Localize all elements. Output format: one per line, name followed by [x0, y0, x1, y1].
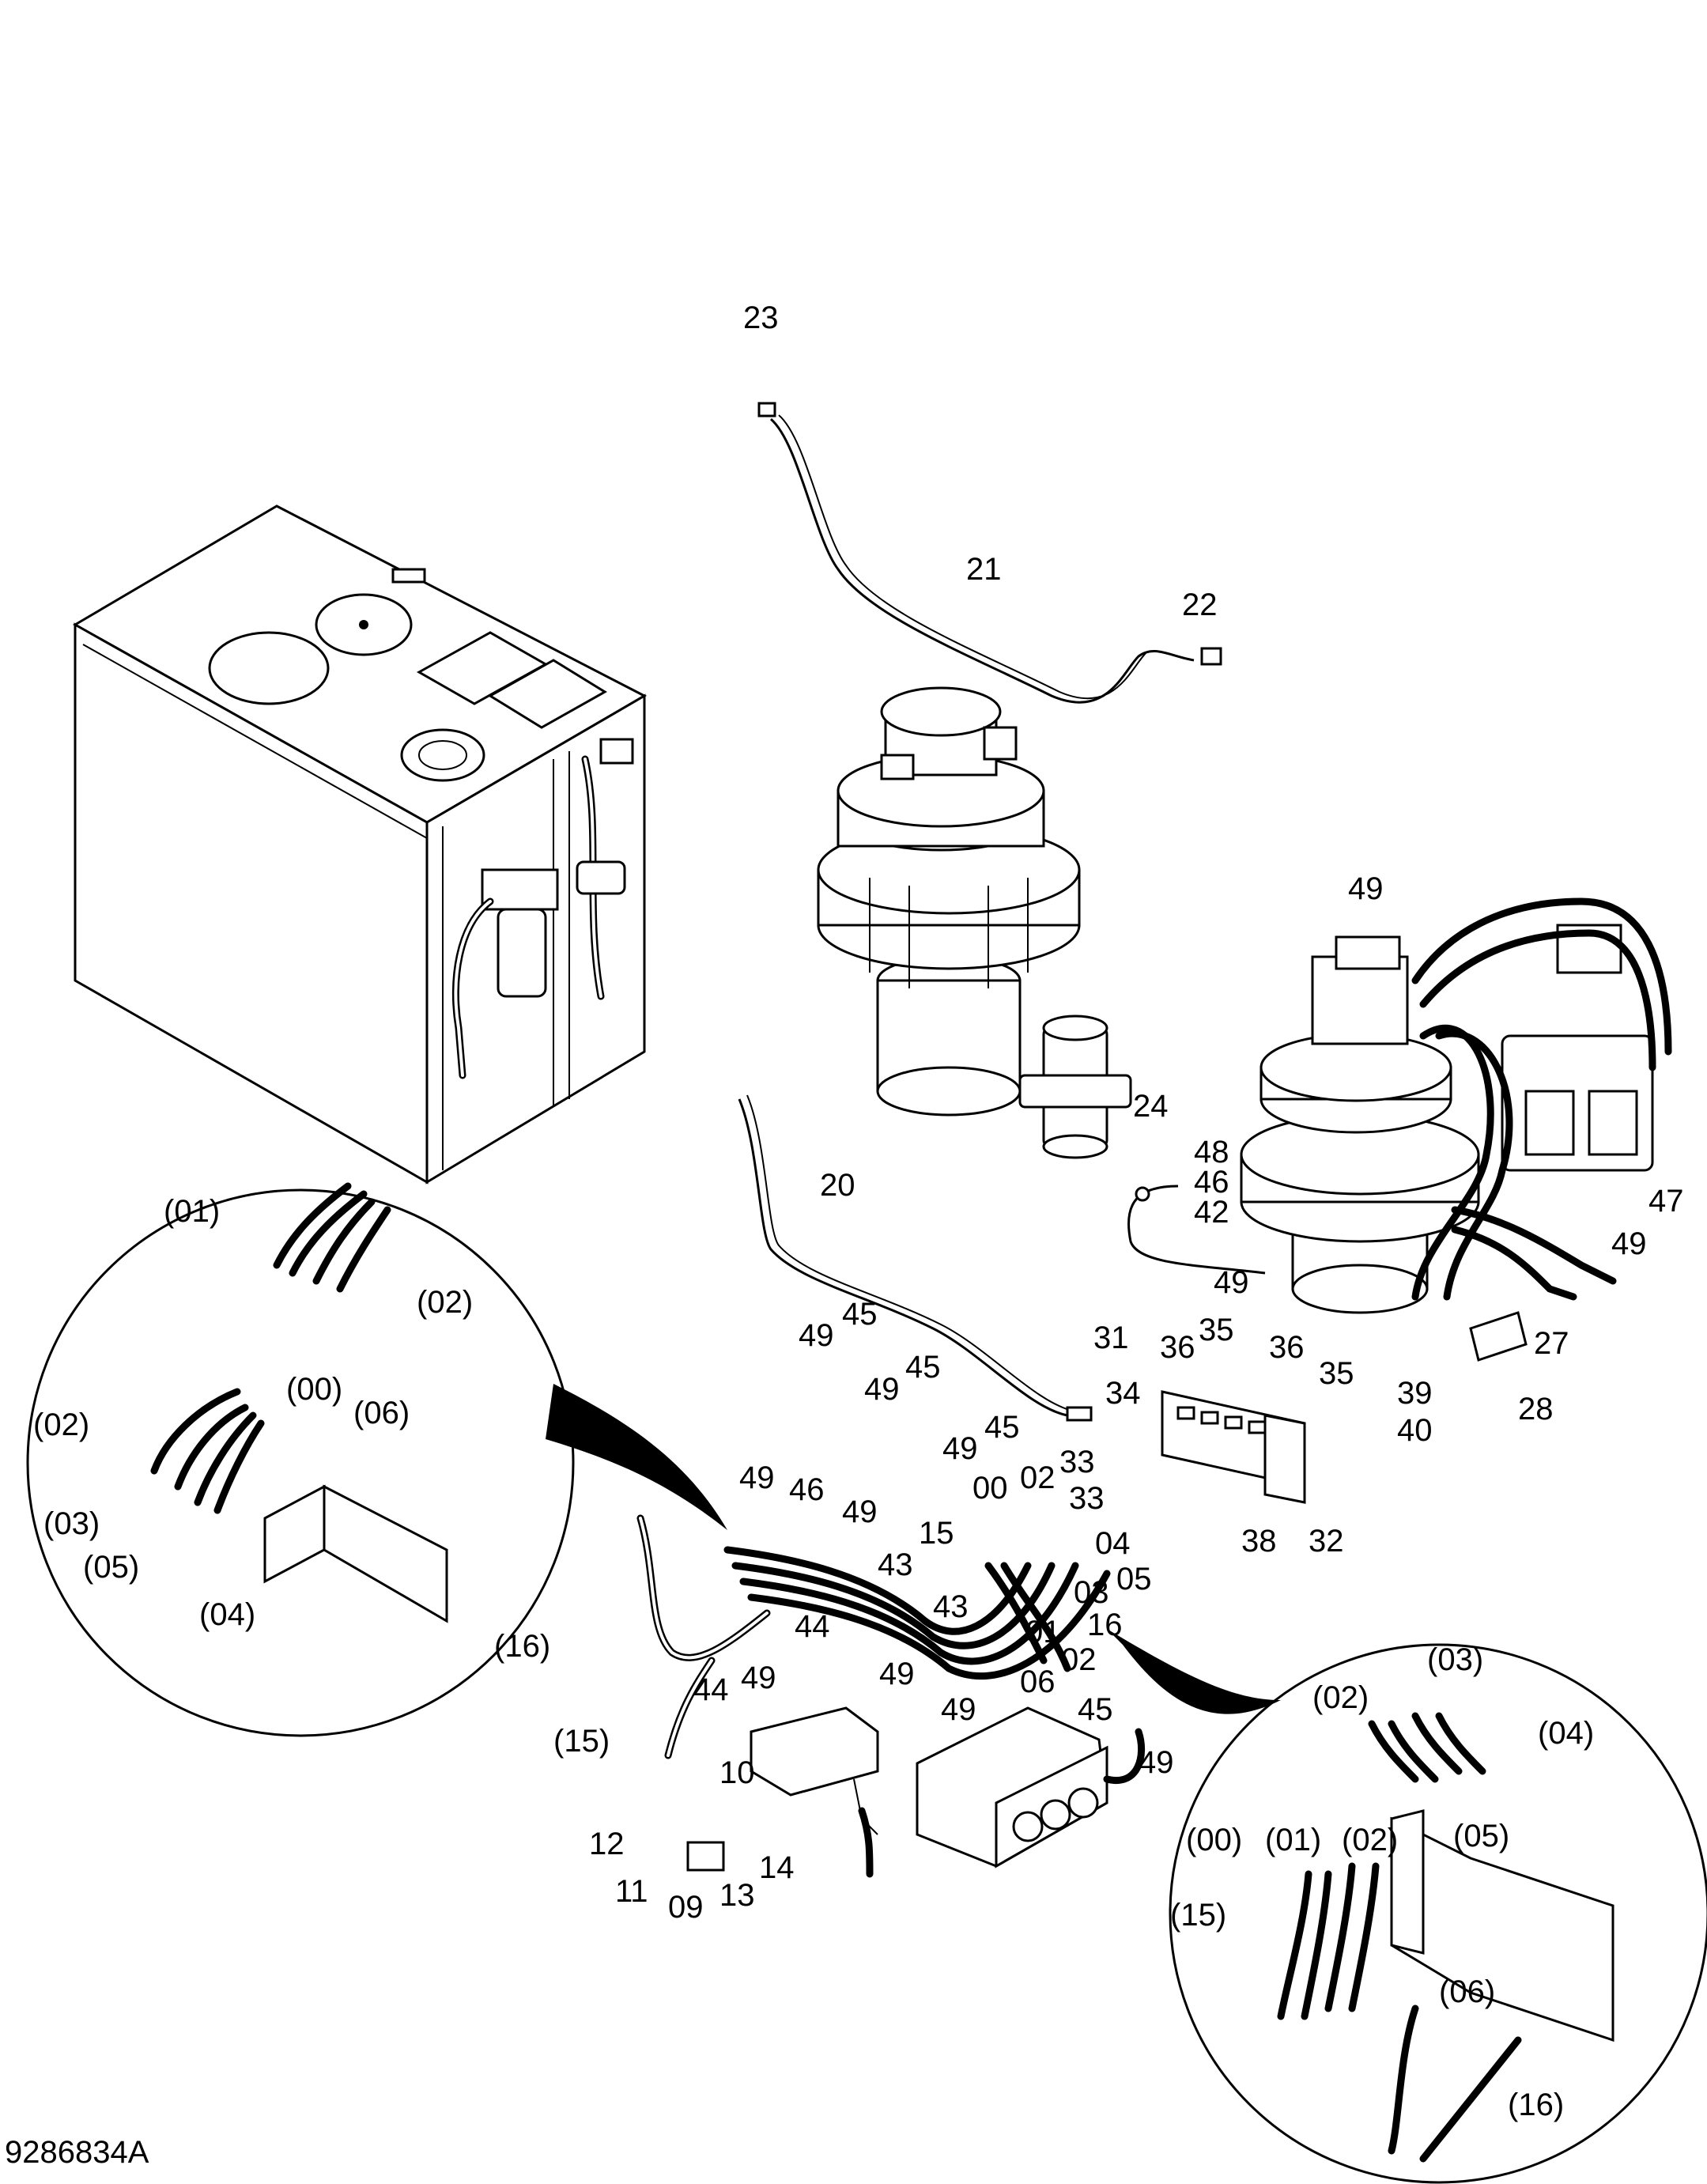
detail-right-label-06: (06): [1439, 1974, 1495, 2009]
callout-47: 47: [1648, 1184, 1684, 1219]
callout-31: 31: [1093, 1321, 1129, 1355]
detail-left-label-06: (06): [353, 1396, 410, 1430]
callout-39: 39: [1397, 1376, 1433, 1411]
callout-46: 46: [789, 1472, 825, 1507]
callout-34: 34: [1105, 1376, 1141, 1411]
callout-33: 33: [1059, 1445, 1095, 1479]
hose-bundle: [636, 1514, 1111, 1759]
callout-11: 11: [615, 1874, 648, 1909]
detail-right-label-02: (02): [1342, 1823, 1398, 1857]
callout-45: 45: [905, 1350, 941, 1385]
callout-49: 49: [1348, 871, 1384, 906]
callout-45: 45: [1078, 1692, 1113, 1727]
callout-49: 49: [1214, 1265, 1249, 1300]
callout-43: 43: [878, 1547, 913, 1582]
pipe-assemblies: [738, 402, 1266, 1422]
callout-16: 16: [1087, 1608, 1123, 1642]
callout-49: 49: [739, 1460, 775, 1495]
callout-14: 14: [759, 1850, 795, 1885]
detail-right-label-02: (02): [1312, 1680, 1369, 1715]
detail-left-label-02: (02): [417, 1285, 473, 1320]
pump-assembly: [1411, 897, 1672, 1301]
callout-45: 45: [984, 1410, 1020, 1445]
callout-48: 48: [1194, 1135, 1229, 1169]
callout-28: 28: [1518, 1392, 1554, 1426]
callout-35: 35: [1319, 1356, 1354, 1391]
callout-20: 20: [820, 1168, 855, 1203]
callout-32: 32: [1309, 1524, 1344, 1559]
drawing-number: 9286834A: [5, 2135, 149, 2170]
callout-35: 35: [1199, 1313, 1234, 1347]
callout-16: (16): [494, 1629, 550, 1664]
callouts: 23 21 22 49 24 48 46 42 47 49 20 49 27 2…: [494, 300, 1684, 1925]
callout-00: 00: [972, 1471, 1008, 1506]
detail-left-label-02: (02): [33, 1408, 89, 1442]
detail-left-label-01: (01): [164, 1194, 220, 1229]
callout-13: 13: [719, 1878, 755, 1913]
callout-44: 44: [693, 1672, 729, 1707]
detail-right-label-01: (01): [1265, 1823, 1321, 1857]
callout-21: 21: [966, 552, 1002, 587]
swing-motor-lower: [1240, 935, 1480, 1314]
callout-49: 49: [741, 1661, 776, 1695]
detail-right-label-00: (00): [1186, 1823, 1242, 1857]
callout-12: 12: [589, 1827, 625, 1861]
detail-left-label-05: (05): [83, 1550, 139, 1585]
hydraulic-tank: [72, 504, 648, 1185]
detail-right-label-15: (15): [1170, 1898, 1226, 1933]
callout-15: (15): [553, 1724, 610, 1759]
callout-49: 49: [842, 1494, 878, 1529]
callout-04: 04: [1095, 1526, 1131, 1561]
control-valve: [916, 1706, 1146, 1868]
callout-42: 42: [1194, 1195, 1229, 1230]
pilot-valve-small: [686, 1706, 879, 1878]
callout-49: 49: [1611, 1226, 1647, 1261]
callout-01: 01: [1025, 1615, 1061, 1649]
callout-46: 46: [1194, 1165, 1229, 1200]
callout-27: 27: [1534, 1326, 1569, 1361]
callout-44: 44: [795, 1609, 830, 1644]
callout-49: 49: [864, 1372, 900, 1407]
detail-right-label-04: (04): [1538, 1716, 1594, 1751]
callout-15: 15: [919, 1516, 954, 1551]
callout-02: 02: [1061, 1642, 1097, 1677]
callout-23: 23: [743, 300, 779, 335]
callout-40: 40: [1397, 1413, 1433, 1448]
callout-06: 06: [1020, 1664, 1056, 1699]
callout-03: 03: [1074, 1575, 1109, 1610]
callout-02: 02: [1020, 1460, 1056, 1495]
callout-09: 09: [668, 1890, 704, 1925]
callout-36: 36: [1160, 1330, 1195, 1365]
callout-38: 38: [1241, 1524, 1277, 1559]
callout-49: 49: [941, 1692, 976, 1727]
callout-05: 05: [1116, 1562, 1152, 1596]
callout-22: 22: [1182, 588, 1218, 622]
hose-bracket: [1161, 1311, 1528, 1504]
detail-right-label-03: (03): [1427, 1642, 1483, 1677]
callout-49: 49: [1139, 1745, 1174, 1780]
callout-49: 49: [879, 1657, 915, 1691]
callout-24: 24: [1133, 1089, 1169, 1124]
detail-left-labels: (01) (02) (00) (06) (02) (03) (05) (04): [33, 1194, 473, 1632]
callout-45: 45: [842, 1297, 878, 1332]
detail-left-label-03: (03): [43, 1506, 100, 1541]
callout-36: 36: [1269, 1330, 1305, 1365]
callout-10: 10: [719, 1755, 755, 1790]
detail-right-label-16: (16): [1508, 2088, 1564, 2122]
swing-motor-upper: [817, 686, 1081, 1117]
detail-view-right: [1107, 1629, 1707, 2184]
callout-33: 33: [1069, 1481, 1105, 1516]
callout-49: 49: [942, 1431, 978, 1466]
detail-left-label-00: (00): [286, 1372, 342, 1407]
swivel-joint: [1018, 1015, 1132, 1159]
callout-49: 49: [799, 1318, 834, 1353]
detail-view-left: [26, 1182, 727, 1737]
detail-right-label-05: (05): [1453, 1819, 1509, 1853]
detail-left-label-04: (04): [199, 1597, 255, 1632]
callout-43: 43: [933, 1589, 969, 1624]
detail-right-labels: (02) (03) (04) (05) (00) (01) (02) (15) …: [1170, 1642, 1594, 2122]
